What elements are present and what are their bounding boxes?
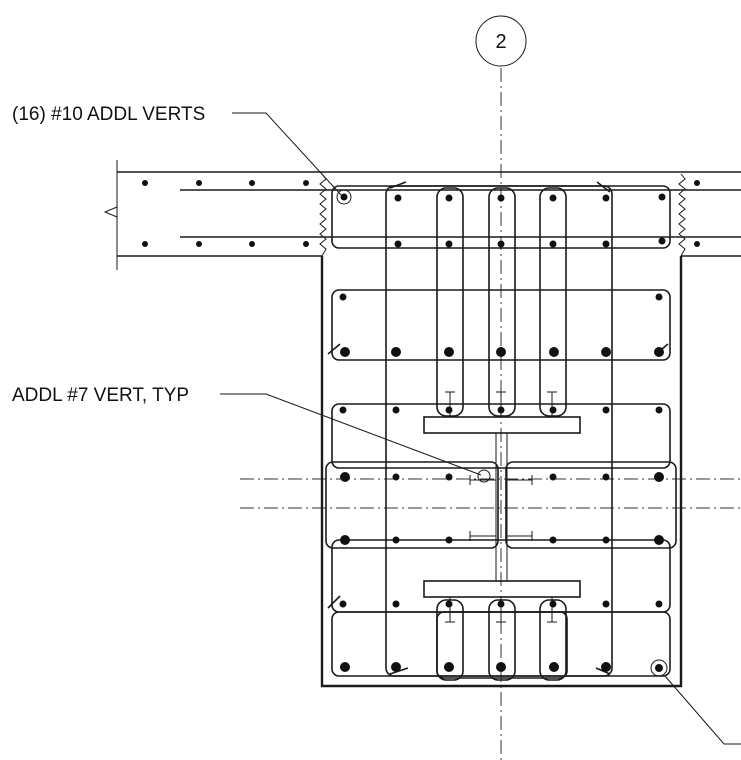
- ties: [325, 181, 677, 681]
- column-outline: [320, 256, 683, 688]
- steel-section: [423, 391, 581, 623]
- callout-addl-7-vert: ADDL #7 VERT, TYP: [12, 385, 491, 483]
- small-bars: [339, 193, 666, 608]
- callout-addl-7-vert-text: ADDL #7 VERT, TYP: [12, 385, 189, 406]
- main-vertical-bars: [340, 347, 664, 672]
- wall-outline: [103, 160, 741, 270]
- callout-addl-verts: (16) #10 ADDL VERTS: [12, 104, 352, 205]
- grid-bubble-label: 2: [495, 31, 506, 53]
- callout-addl-verts-text: (16) #10 ADDL VERTS: [12, 104, 205, 125]
- web: [495, 432, 508, 582]
- wall-bar-dots: [142, 180, 700, 247]
- callout-bottom-right-leader: [650, 659, 741, 745]
- top-flange: [423, 416, 581, 434]
- grid-bubble: 2: [475, 15, 527, 67]
- bottom-flange: [423, 580, 581, 598]
